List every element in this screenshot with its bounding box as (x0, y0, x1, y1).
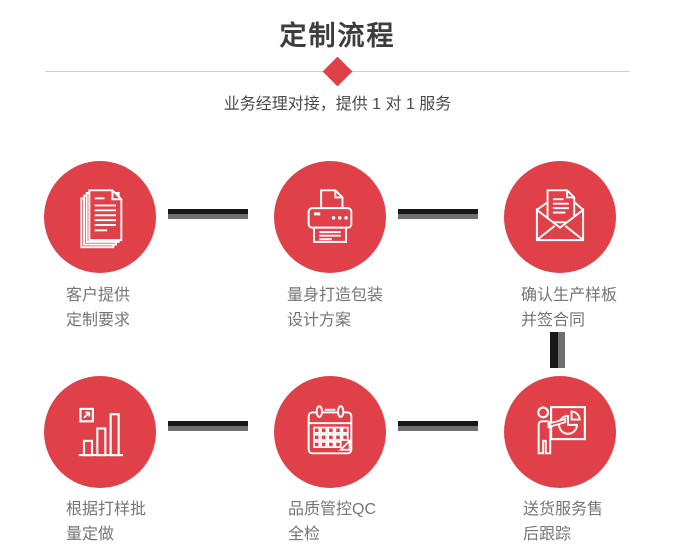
step-label-line: 量身打造包装 (287, 287, 384, 304)
step-circle-design-plan (274, 161, 386, 273)
step-label-line: 客户提供 (66, 287, 131, 304)
presenter-icon (537, 406, 586, 455)
envelope-icon (535, 189, 585, 242)
connector-step3-step6 (550, 332, 565, 368)
step-label: 品质管控QC 全检 (288, 497, 376, 547)
step-label: 量身打造包装 设计方案 (287, 283, 383, 333)
step-label: 根据打样批 量定做 (66, 497, 146, 547)
documents-icon (80, 189, 123, 249)
step-label-line: 量定做 (66, 526, 115, 543)
calendar-icon (307, 405, 353, 455)
connector-step4-step5 (168, 421, 248, 431)
step-circle-sample-contract (504, 161, 616, 273)
step-label-line: 定制要求 (66, 312, 131, 329)
step-label-line: 全检 (288, 526, 321, 543)
step-label-line: 品质管控QC (288, 501, 377, 518)
step-label-line: 送货服务售 (523, 501, 604, 518)
printer-icon (307, 189, 353, 243)
diamond-accent (322, 56, 353, 87)
step-label-line: 并签合同 (521, 312, 586, 329)
step-label-line: 确认生产样板 (521, 287, 618, 304)
connector-step2-step3 (398, 209, 478, 219)
step-circle-quality-control (274, 376, 386, 488)
step-circle-customer-requirements (44, 161, 156, 273)
step-label-line: 设计方案 (287, 312, 352, 329)
bar-chart-icon (78, 407, 124, 457)
connector-step1-step2 (168, 209, 248, 219)
page-subtitle: 业务经理对接，提供 1 对 1 服务 (223, 96, 452, 113)
page-title: 定制流程 (279, 21, 396, 51)
step-label: 送货服务售 后跟踪 (523, 497, 603, 547)
step-label: 确认生产样板 并签合同 (521, 283, 617, 333)
step-label-line: 后跟踪 (523, 526, 572, 543)
step-circle-batch-production (44, 376, 156, 488)
connector-step5-step6 (398, 421, 478, 431)
step-circle-delivery-tracking (504, 376, 616, 488)
step-label-line: 根据打样批 (66, 501, 147, 518)
step-label: 客户提供 定制要求 (66, 283, 130, 333)
